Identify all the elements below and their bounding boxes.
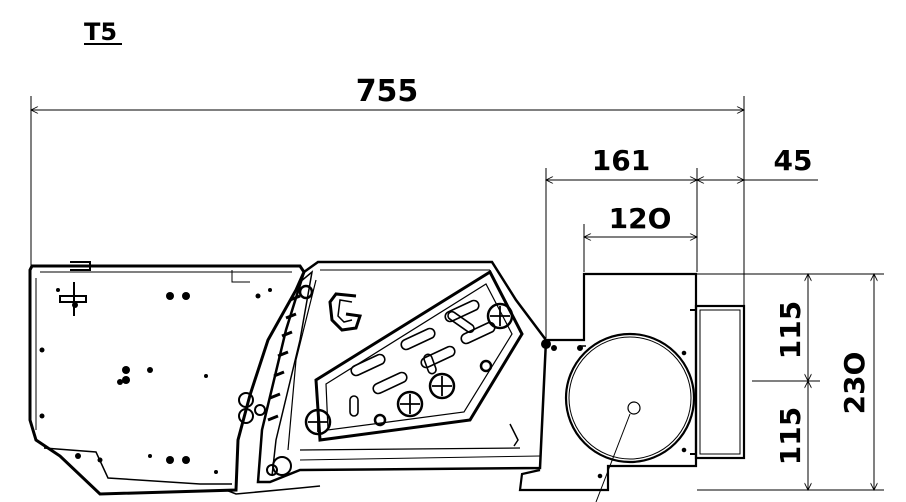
joint-bolt xyxy=(541,339,557,351)
tray-slots xyxy=(349,299,496,417)
flange-plate xyxy=(690,304,746,460)
dimension-half-heights: 115 115 xyxy=(697,274,884,490)
dimension-flange-width: 45 xyxy=(697,144,818,180)
housing-middle-section xyxy=(256,260,548,484)
dimension-motor-width: 161 xyxy=(546,144,697,338)
housing-rings xyxy=(238,392,292,476)
drawing-title: T5 xyxy=(84,18,117,46)
dimension-label-755: 755 xyxy=(356,74,419,109)
roller-crosses xyxy=(308,306,510,432)
rollers xyxy=(298,284,514,436)
dimension-label-120: 12O xyxy=(609,202,672,235)
dimension-motor-body-width: 12O xyxy=(584,202,697,272)
dimension-overall-width: 755 xyxy=(31,74,744,312)
housing-holes xyxy=(39,288,272,474)
motor-disc xyxy=(564,332,696,502)
bottom-details xyxy=(225,423,519,495)
dimension-label-115-bottom: 115 xyxy=(774,407,807,465)
brand-logo-g xyxy=(328,292,362,332)
dimension-label-115-top: 115 xyxy=(774,301,807,359)
dimension-total-height: 23O xyxy=(838,274,874,490)
dimension-label-230: 23O xyxy=(838,352,871,415)
dimension-label-45: 45 xyxy=(774,144,813,177)
motor-housing xyxy=(518,272,698,492)
inner-tray xyxy=(314,269,524,442)
dimension-label-161: 161 xyxy=(592,144,650,177)
